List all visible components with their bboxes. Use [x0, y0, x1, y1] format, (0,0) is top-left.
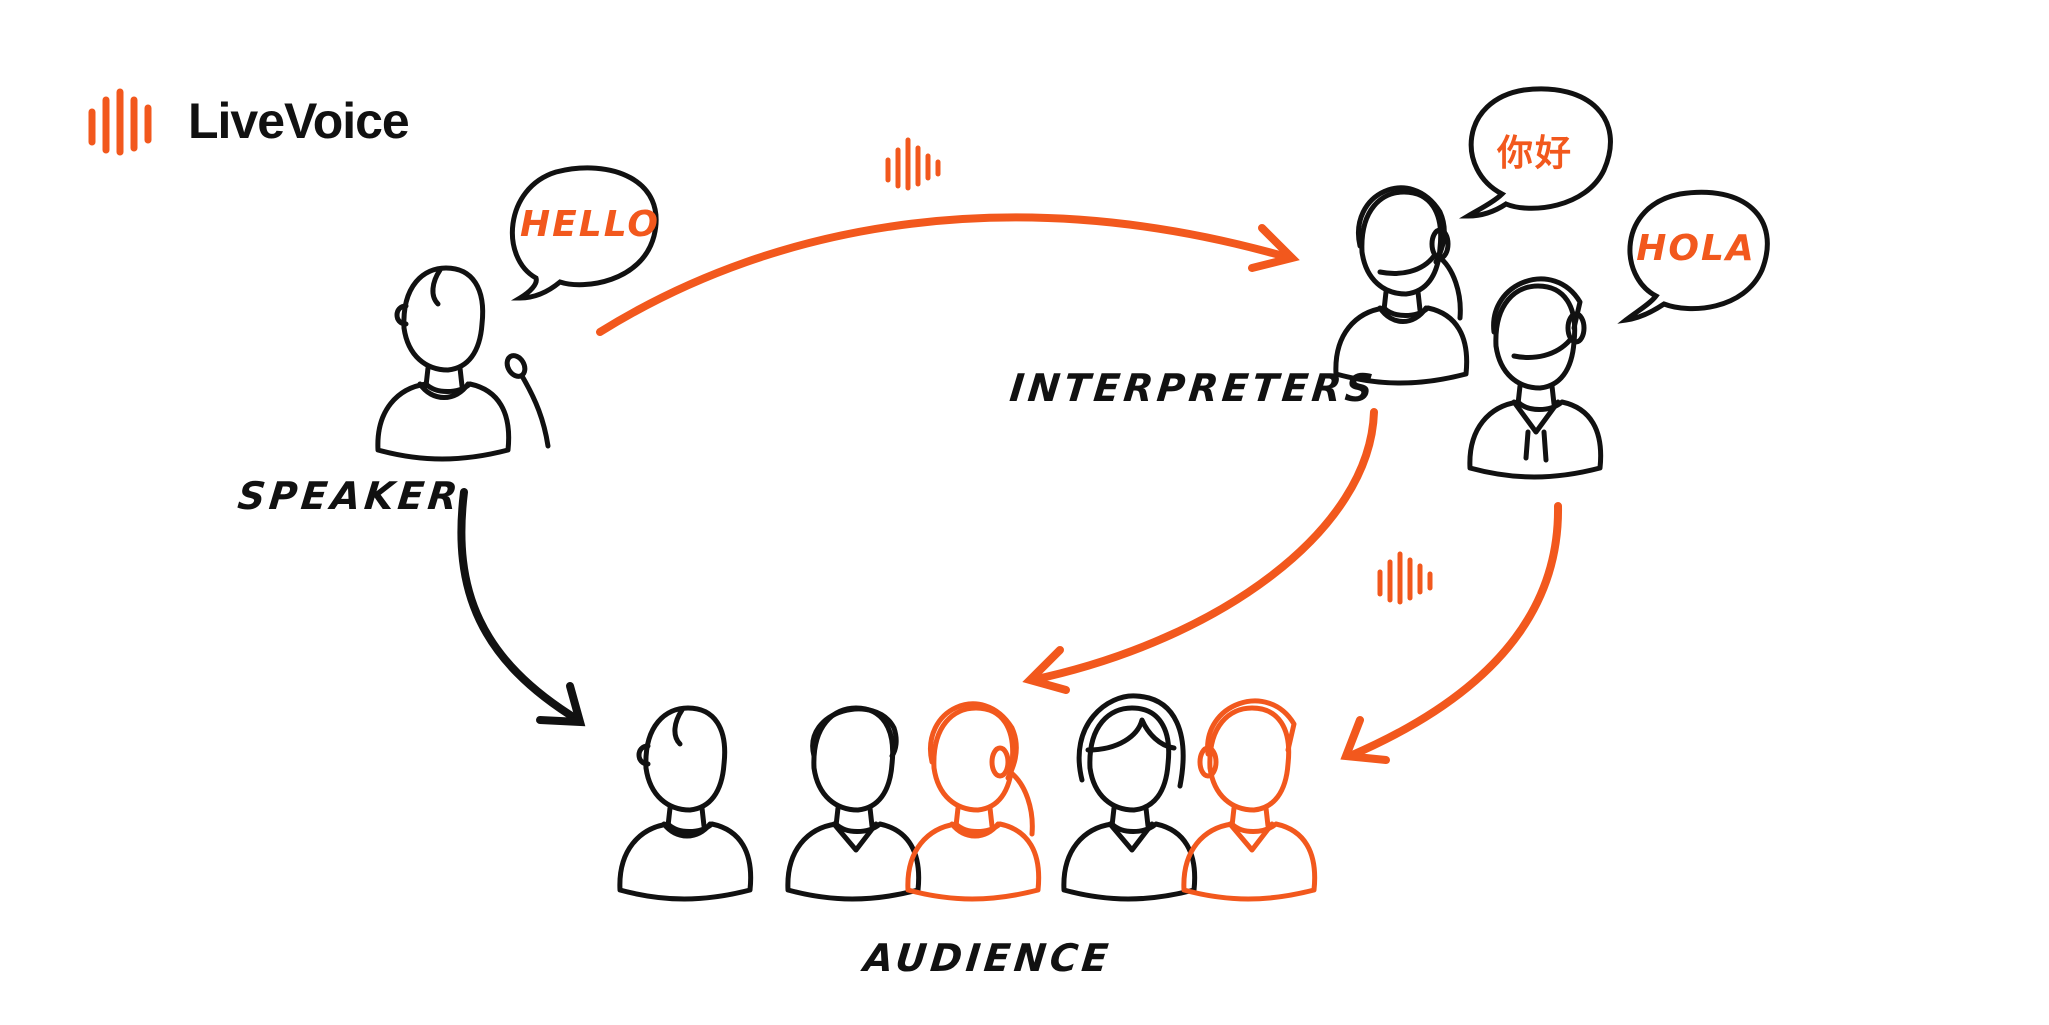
- audience-person-icon: [1064, 693, 1195, 899]
- soundwave-icon: [885, 137, 941, 191]
- speech-bubble-icon: [510, 165, 659, 301]
- speaker-bubble-text: HELLO: [520, 204, 660, 245]
- brand-name: LiveVoice: [188, 93, 410, 149]
- interpreter-person-icon: [1470, 276, 1601, 477]
- speaker-label: SPEAKER: [235, 474, 464, 518]
- audience-person-icon: [788, 708, 919, 899]
- arrow-speaker-to-audience: [457, 488, 586, 727]
- interpreter-person-icon: [1336, 185, 1467, 383]
- headset-icon: [1377, 227, 1451, 276]
- audience-label: AUDIENCE: [861, 936, 1115, 980]
- interpreters-label: INTERPRETERS: [1007, 366, 1379, 410]
- microphone-icon: [504, 353, 551, 449]
- speech-bubble-icon: [1617, 189, 1770, 324]
- arrow-speaker-to-interpreters: [596, 213, 1300, 336]
- audience-person-icon: [1184, 698, 1315, 899]
- audience-person-icon: [620, 708, 751, 899]
- soundwave-icon: [1377, 551, 1433, 605]
- interpreter-bubble-text: HOLA: [1636, 228, 1756, 269]
- headset-icon: [1511, 311, 1587, 360]
- interpreter-bubble-text: 你好: [1496, 133, 1573, 174]
- arrow-interpreter-to-audience: [1340, 502, 1563, 764]
- speech-bubble-icon: [1458, 86, 1613, 219]
- audience-person-icon: [908, 701, 1039, 899]
- speaker-person-icon: [378, 268, 509, 459]
- logo-soundwave-icon: [88, 88, 152, 156]
- arrow-interpreter-to-audience: [1022, 408, 1378, 694]
